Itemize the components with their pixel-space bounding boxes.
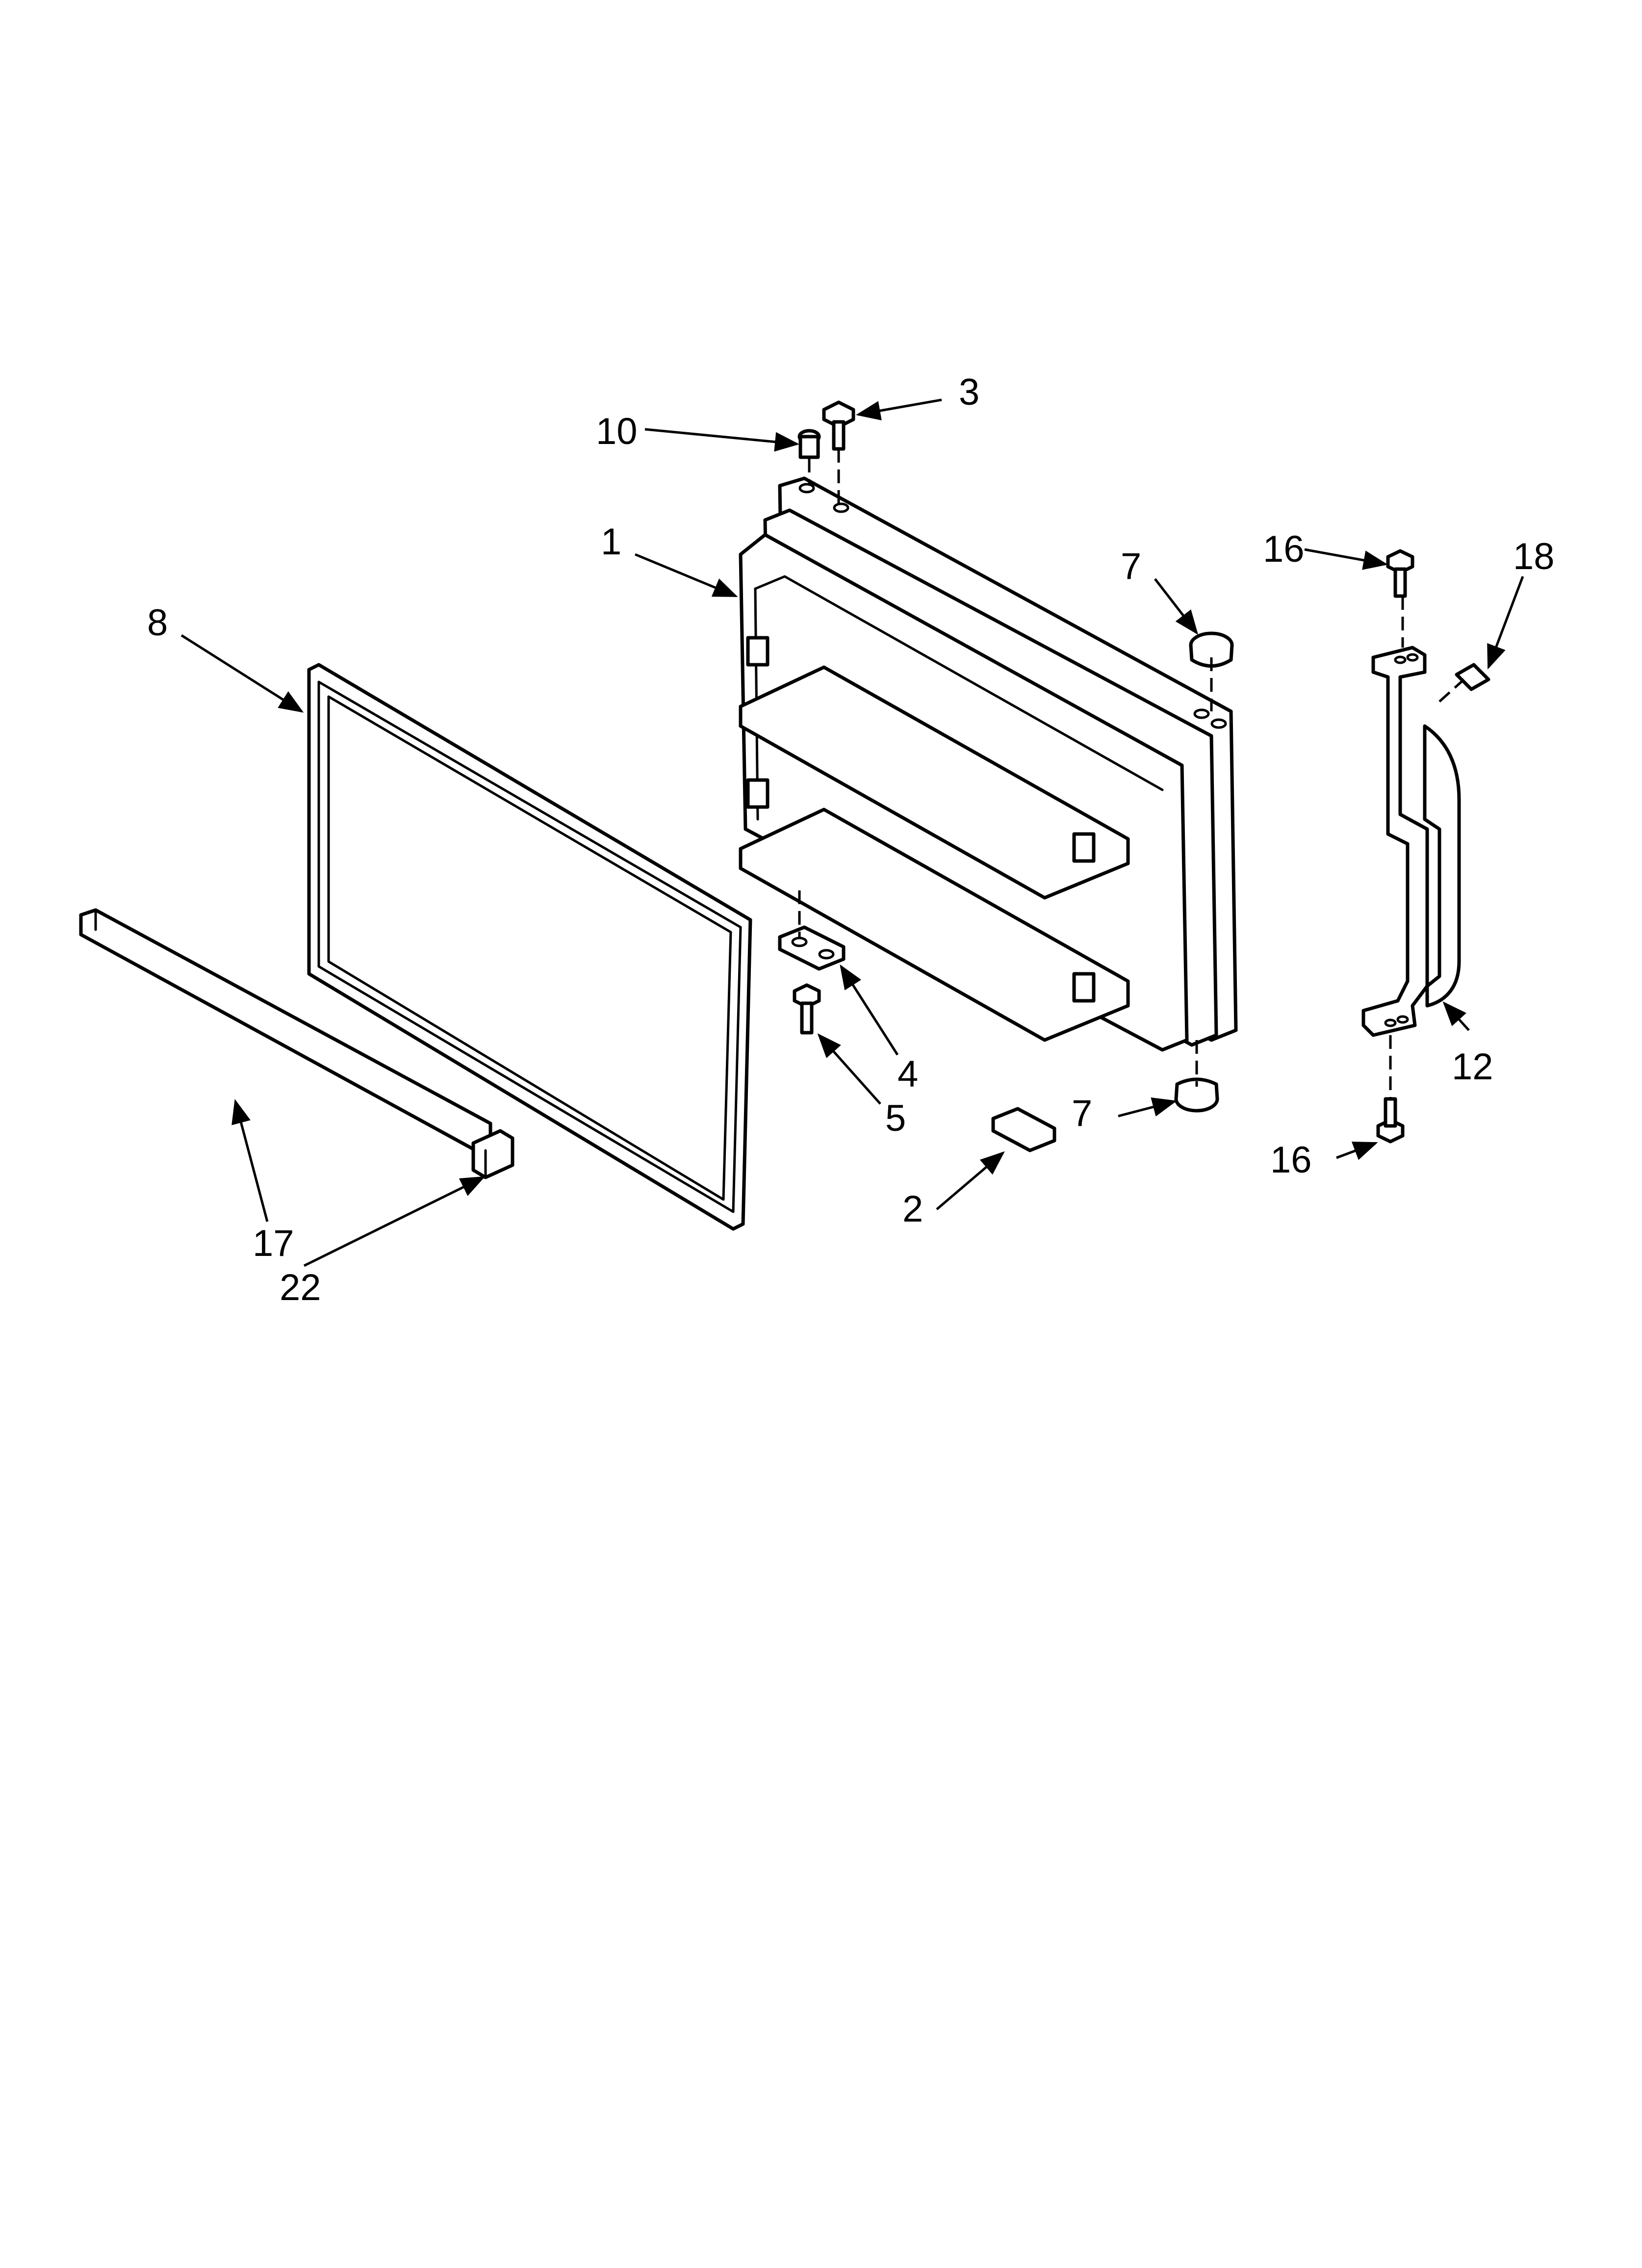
callout-7-bottom: 7 [1072,1093,1092,1134]
callout-18: 18 [1513,536,1555,577]
callout-5: 5 [885,1097,906,1139]
callout-labels: 1 2 3 4 5 7 7 8 10 12 16 16 17 18 22 [147,371,1555,1308]
callout-1: 1 [601,521,621,563]
plug-button [1455,663,1490,691]
callout-17: 17 [253,1223,294,1264]
handle-screw-top [1386,549,1414,598]
callout-7-top: 7 [1121,546,1141,587]
assembly-guides [798,449,1465,1099]
freezer-door [739,476,1238,1052]
door-handle [1361,646,1461,1037]
hinge-screw [822,400,855,451]
hinge-bracket [778,925,846,971]
hinge-pin [797,429,821,459]
door-stop [991,1107,1056,1152]
callout-12: 12 [1452,1046,1493,1088]
hinge-cap-top [1189,631,1234,668]
callout-4: 4 [898,1053,918,1095]
callout-2: 2 [902,1188,923,1230]
door-gasket [307,663,752,1231]
callout-16-bottom: 16 [1270,1139,1312,1181]
bracket-screw [793,983,821,1035]
callout-22: 22 [280,1267,321,1308]
handle-screw-bottom [1376,1097,1405,1144]
callout-8: 8 [147,602,168,644]
trim-end-cap [471,1129,514,1179]
callout-3: 3 [959,371,979,413]
callout-16-top: 16 [1263,528,1305,570]
leader-lines [180,398,1524,1267]
callout-10: 10 [596,411,638,452]
